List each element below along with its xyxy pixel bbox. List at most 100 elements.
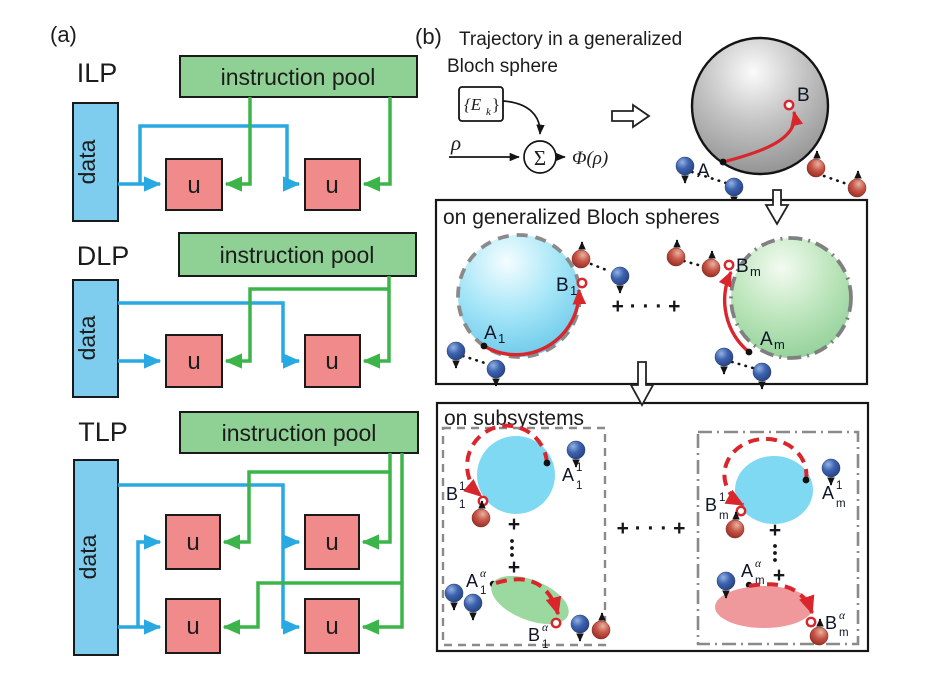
panel-b-header: (b) Trajectory in a generalized Bloch sp…: [415, 24, 682, 77]
tlp-title: TLP: [78, 417, 128, 447]
subsystem-m-sphere-bottom: [715, 586, 813, 628]
point-A-label: A: [697, 161, 710, 182]
Bm1-sup: 1: [719, 492, 725, 504]
ilp-instruction-lines: [224, 97, 392, 192]
B11-sub: 1: [459, 499, 465, 511]
point-A-dot: [719, 158, 727, 166]
Ama-sup: α: [755, 558, 762, 570]
bloch-sphere-1: [456, 233, 582, 359]
Bm-label: B: [736, 256, 749, 277]
ilp-unit-2-box: [304, 158, 361, 211]
kraus-sub: k: [486, 106, 492, 118]
subsystems-panel: on subsystems A 1 1 B 1 1 + + A α 1: [435, 401, 870, 653]
quantum-channel-schematic: {E k } ρ Σ Φ(ρ): [449, 86, 651, 174]
point-Bm-marker: [723, 259, 735, 271]
Am1-sub: m: [836, 498, 846, 510]
Am-label: A: [760, 329, 773, 350]
vdots: [773, 551, 777, 555]
tlp-unit-2-box: [304, 514, 360, 570]
tlp-unit-3-box: [165, 598, 221, 654]
trajectory-m: [718, 270, 751, 354]
dlp-data-box: [72, 279, 119, 398]
tlp-unit-2-label: u: [325, 529, 338, 556]
subsystem-group-m: A 1 m B 1 m + A α m + B α m: [696, 430, 860, 645]
sum-dots-middle: + · · · +: [612, 295, 681, 318]
A1-sub: 1: [498, 331, 505, 346]
A1a-sub: 1: [480, 585, 486, 597]
bloch-sphere: [690, 36, 830, 176]
subsystem-1-frame: [441, 426, 607, 647]
A1a-label: A: [466, 571, 478, 591]
dotted-link: [461, 354, 490, 366]
panel-a: (a) ILP instruction pool data u u DLP: [50, 22, 419, 656]
vdots: [773, 558, 777, 562]
subsystem-m-trajectory-bottom: [748, 582, 815, 615]
tlp-instruction-pool-label: instruction pool: [222, 420, 377, 446]
B1-sub: 1: [570, 283, 577, 298]
sum-symbol: Σ: [534, 146, 546, 170]
vdots: [510, 553, 514, 557]
dlp-unit-2-label: u: [325, 348, 338, 375]
trajectory-1: [483, 288, 587, 357]
dlp-data-lines: [118, 301, 301, 369]
bottom-panel-title: on subsystems: [444, 407, 584, 430]
B-marker: [550, 617, 562, 629]
kraus-open: {E: [464, 95, 482, 114]
tlp-data-box: [73, 459, 119, 656]
dlp-instruction-pool-label: instruction pool: [220, 242, 375, 268]
vdots: [510, 539, 514, 543]
Bma-label: B: [825, 613, 837, 633]
Bma-sub: m: [839, 627, 849, 639]
kraus-to-sum-arrow: [502, 100, 545, 135]
dlp-unit-2-box: [304, 334, 361, 388]
B-marker: [735, 505, 747, 517]
generalized-bloch-sphere: A B: [676, 36, 866, 204]
ilp-title: ILP: [77, 58, 118, 88]
A11-sub: 1: [576, 480, 582, 492]
Bma-sup: α: [839, 610, 846, 622]
tlp-unit-3-label: u: [186, 613, 199, 640]
Am1-label: A: [822, 483, 834, 503]
tlp-unit-4-label: u: [325, 613, 338, 640]
plus-sign: +: [508, 556, 520, 579]
plus-sign: +: [508, 513, 520, 536]
dlp-unit-1-label: u: [187, 348, 200, 375]
A11-label: A: [562, 465, 574, 485]
A1-label: A: [484, 323, 497, 344]
point-A1-dot: [480, 342, 488, 350]
B1-label: B: [556, 275, 569, 296]
dlp-instruction-lines: [224, 276, 391, 369]
Ama-sub: m: [755, 575, 765, 587]
ilp-instruction-pool-box: [179, 55, 418, 98]
generalized-bloch-spheres-panel: on generalized Bloch spheres A 1 B 1 + ·…: [434, 198, 869, 389]
rho-input-label: ρ: [450, 131, 461, 155]
ilp-data-box: [72, 102, 119, 222]
kraus-close: }: [492, 95, 500, 114]
panel-b-label: (b): [415, 24, 442, 49]
subsystem-1-trajectory-bottom: [495, 577, 562, 616]
ilp-instruction-pool-label: instruction pool: [221, 64, 376, 90]
dlp-unit-1-box: [165, 334, 223, 388]
vdots: [510, 546, 514, 550]
tlp-data-lines: [118, 483, 301, 635]
kraus-operators-box: [458, 86, 504, 122]
point-B-label: B: [797, 85, 810, 106]
flow-down-arrow-2-icon: [629, 361, 655, 407]
trajectory-path: [722, 110, 804, 164]
plus-sign: +: [773, 564, 785, 587]
subsystem-m-sphere-top: [735, 456, 813, 524]
point-Am-dot: [745, 348, 753, 356]
dotted-link-right: [822, 174, 849, 186]
phi-output-label: Φ(ρ): [572, 148, 608, 169]
dlp-diagram: DLP instruction pool data u u: [72, 232, 417, 398]
B1a-sup: α: [542, 622, 549, 634]
dotted-link-left: [690, 170, 728, 185]
A-dot: [543, 459, 551, 467]
panel-a-label: (a): [50, 22, 77, 47]
flow-down-arrow-1-icon: [764, 189, 790, 226]
A1a-sup: α: [480, 568, 487, 580]
Bm1-label: B: [705, 495, 717, 515]
tlp-diagram: TLP instruction pool data u u u u: [73, 411, 419, 656]
